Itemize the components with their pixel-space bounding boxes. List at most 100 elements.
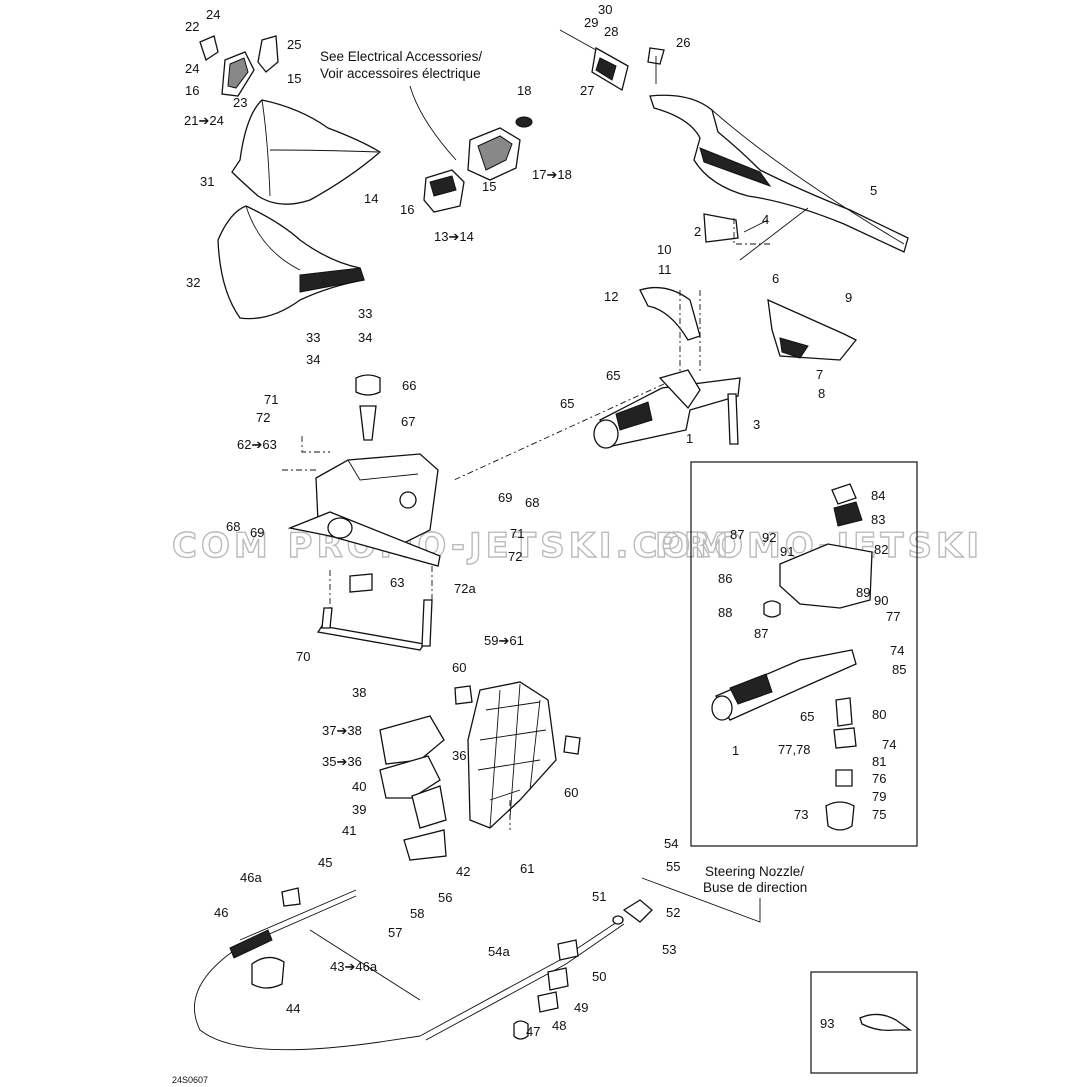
callout-65-lower: 65 (560, 396, 574, 411)
callout-2: 2 (694, 224, 701, 239)
callout-15-top: 15 (287, 71, 301, 86)
callout-90: 90 (874, 593, 888, 608)
callout-71: 71 (264, 392, 278, 407)
callout-77: 77 (886, 609, 900, 624)
callout-40: 40 (352, 779, 366, 794)
callout-66: 66 (402, 378, 416, 393)
callout-17: 17➔18 (532, 167, 572, 182)
callout-14: 14 (364, 191, 378, 206)
callout-24: 24 (185, 61, 199, 76)
callout-47: 47 (526, 1024, 540, 1039)
steering-column (593, 369, 741, 449)
callout-84: 84 (871, 488, 885, 503)
callout-31: 31 (200, 174, 214, 189)
callout-45: 45 (318, 855, 332, 870)
callout-44: 44 (286, 1001, 300, 1016)
callout-3: 3 (753, 417, 760, 432)
callout-54: 54 (664, 836, 678, 851)
callout-72: 72 (256, 410, 270, 425)
callout-25: 25 (287, 37, 301, 52)
callout-22: 22 (185, 19, 199, 34)
callout-74: 74 (882, 737, 896, 752)
callout-73: 73 (794, 807, 808, 822)
callout-81: 81 (872, 754, 886, 769)
callout-49: 49 (574, 1000, 588, 1015)
callout-9: 9 (845, 290, 852, 305)
callout-1-inset: 1 (732, 743, 739, 758)
callout-74-top: 74 (890, 643, 904, 658)
callout-33-right: 33 (358, 306, 372, 321)
callout-37: 37➔38 (322, 723, 362, 738)
callout-13: 13➔14 (434, 229, 474, 244)
callout-43: 43➔46a (330, 959, 378, 974)
callout-42: 42 (456, 864, 470, 879)
callout-61: 61 (520, 861, 534, 876)
callout-29: 29 (584, 15, 598, 30)
callout-16: 16 (400, 202, 414, 217)
callout-93: 93 (820, 1016, 834, 1031)
callout-26: 26 (676, 35, 690, 50)
callout-75: 75 (872, 807, 886, 822)
note-nozzle-en: Steering Nozzle/ (705, 864, 804, 879)
inset-parts (711, 483, 913, 1032)
callout-34-right: 34 (358, 330, 372, 345)
callout-86: 86 (718, 571, 732, 586)
callout-79: 79 (872, 789, 886, 804)
callout-92: 92 (762, 530, 776, 545)
callout-4: 4 (762, 212, 769, 227)
callout-62: 62➔63 (237, 437, 277, 452)
callout-27: 27 (580, 83, 594, 98)
callout-72-right: 72 (508, 549, 522, 564)
callout-38: 38 (352, 685, 366, 700)
callout-28: 28 (604, 24, 618, 39)
callout-87-top: 87 (730, 527, 744, 542)
steering-cable (193, 887, 653, 1051)
callout-88: 88 (718, 605, 732, 620)
handlebar (559, 29, 909, 361)
callout-70: 70 (296, 649, 310, 664)
callout-71-right: 71 (510, 526, 524, 541)
callout-24-top: 24 (206, 7, 220, 22)
callout-76: 76 (872, 771, 886, 786)
callout-35: 35➔36 (322, 754, 362, 769)
callout-8: 8 (818, 386, 825, 401)
callout-1: 1 (686, 431, 693, 446)
hood-assembly (199, 35, 382, 320)
callout-21: 21➔24 (184, 113, 224, 128)
callout-15: 15 (482, 179, 496, 194)
callout-labels: 24 22 25 24 15 16 23 21➔24 31 32 33 33 3… (184, 2, 906, 1039)
callout-54a: 54a (488, 944, 510, 959)
callout-12: 12 (604, 289, 618, 304)
callout-30: 30 (598, 2, 612, 17)
callout-48: 48 (552, 1018, 566, 1033)
callout-57: 57 (388, 925, 402, 940)
callout-53: 53 (662, 942, 676, 957)
callout-83: 83 (871, 512, 885, 527)
callout-16-top: 16 (185, 83, 199, 98)
callout-7: 7 (816, 367, 823, 382)
callout-56: 56 (438, 890, 452, 905)
callout-72a: 72a (454, 581, 476, 596)
callout-85: 85 (892, 662, 906, 677)
callout-87: 87 (754, 626, 768, 641)
callout-58: 58 (410, 906, 424, 921)
detail-inset-frame (690, 461, 918, 847)
callout-39: 39 (352, 802, 366, 817)
note-electrical-en: See Electrical Accessories/ (320, 49, 482, 64)
callout-63: 63 (390, 575, 404, 590)
callout-65-upper: 65 (606, 368, 620, 383)
note-nozzle-fr: Buse de direction (703, 880, 807, 895)
electrical-switch-assembly (423, 116, 533, 213)
callout-60-top: 60 (452, 660, 466, 675)
callout-46: 46 (214, 905, 228, 920)
callout-77-78: 77,78 (778, 742, 811, 757)
callout-5: 5 (870, 183, 877, 198)
callout-80: 80 (872, 707, 886, 722)
callout-41: 41 (342, 823, 356, 838)
callout-33-left: 33 (306, 330, 320, 345)
callout-67: 67 (401, 414, 415, 429)
callout-23: 23 (233, 95, 247, 110)
callout-69-left: 69 (250, 525, 264, 540)
callout-69-right: 69 (498, 490, 512, 505)
